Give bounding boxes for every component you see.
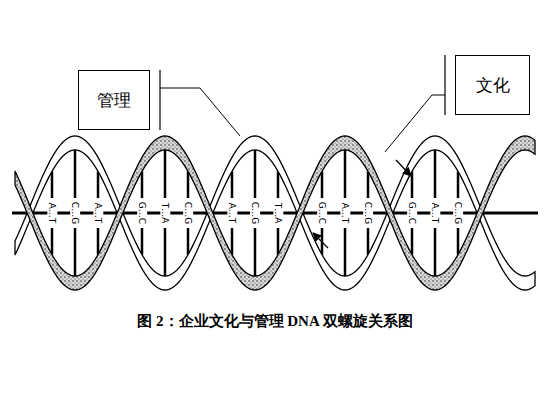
base-rung [457, 171, 460, 198]
base-rung [187, 228, 190, 255]
base-rung [141, 171, 144, 198]
base-pair-label: T…A [160, 202, 170, 225]
leader-line [160, 88, 240, 136]
base-rung [51, 228, 54, 255]
base-pair-label: A…T [93, 202, 103, 225]
leader-bar [444, 55, 445, 115]
direction-arrow [313, 233, 328, 248]
callout-text: 文化 [476, 74, 510, 97]
base-rung [74, 150, 77, 198]
base-pair-label: G…C [137, 201, 147, 225]
base-rung [187, 171, 190, 198]
base-rung [231, 228, 234, 255]
base-pair-label: C…G [70, 201, 80, 225]
base-pair-label: T…A [273, 202, 283, 225]
base-rung [51, 171, 54, 198]
callout-box: 文化 [455, 55, 530, 115]
base-rung [277, 171, 280, 198]
base-rung [457, 228, 460, 255]
helix-strand [15, 136, 535, 290]
base-rung [434, 228, 437, 276]
base-pair-label: A…T [227, 202, 237, 225]
direction-arrow [396, 160, 411, 176]
base-rung [367, 171, 370, 198]
helix-strand [15, 136, 535, 290]
base-pair-label: C…G [250, 201, 260, 225]
leader-line [385, 95, 445, 152]
base-rung [254, 150, 257, 198]
base-rung [141, 228, 144, 255]
base-pair-label: G…C [317, 201, 327, 225]
base-rung [97, 228, 100, 255]
base-pair-label: A…T [340, 202, 350, 225]
base-rung [321, 171, 324, 198]
leader-bar [159, 70, 160, 130]
base-rung [97, 171, 100, 198]
base-rung [231, 171, 234, 198]
base-pair-label: A…T [430, 202, 440, 225]
base-rung [74, 228, 77, 276]
base-rung [164, 228, 167, 276]
base-rung [344, 228, 347, 276]
callout-box: 管理 [78, 70, 150, 130]
base-rung [254, 228, 257, 276]
base-pair-label: C…G [183, 201, 193, 225]
base-rung [411, 228, 414, 255]
base-pair-label: C…G [363, 201, 373, 225]
base-rung [277, 228, 280, 255]
callout-text: 管理 [97, 89, 131, 112]
base-rung [344, 150, 347, 198]
base-rung [367, 228, 370, 255]
base-pair-label: A…T [47, 202, 57, 225]
figure-caption: 图 2：企业文化与管理 DNA 双螺旋关系图 [0, 312, 550, 331]
base-pair-label: G…C [407, 201, 417, 225]
base-rung [434, 150, 437, 198]
base-pair-label: C…G [453, 201, 463, 225]
base-rung [164, 150, 167, 198]
